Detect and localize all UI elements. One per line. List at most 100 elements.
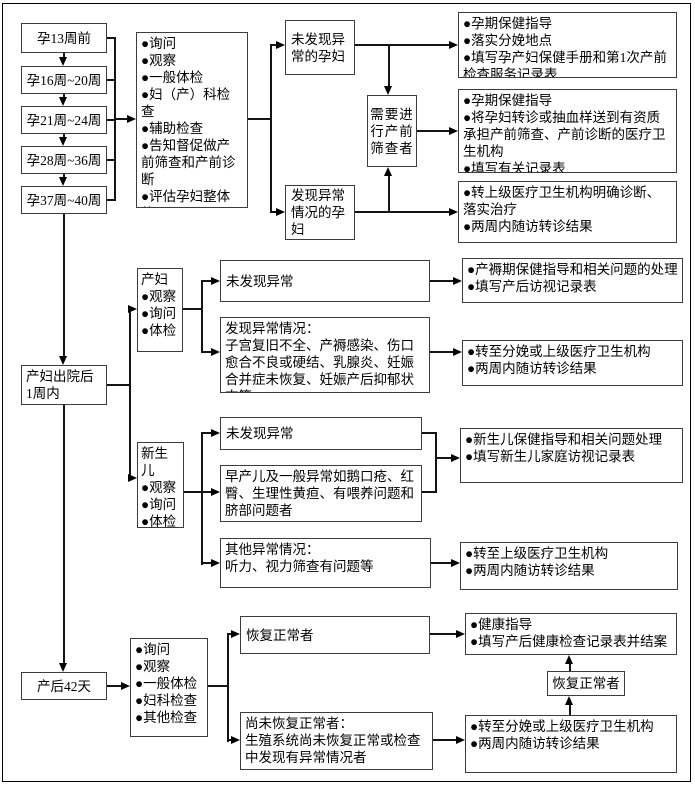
stage-box-37-40-weeks: 孕37周~40周 [21,186,107,214]
newborn-no-abnormal-box: 未发现异常 [220,417,422,450]
connector-line [433,739,457,741]
connector-line [355,211,450,213]
arrowhead-right-icon [211,558,220,567]
arrowhead-right-icon [276,40,285,49]
connector-line [227,739,232,741]
connector-line [430,633,457,635]
arrowhead-right-icon [211,347,220,356]
newborn-other-abnormal-box: 其他异常情况： 听力、视力筛查有问题等 [220,538,431,588]
arrowhead-down-icon [59,137,67,146]
arrowhead-right-icon [128,473,137,482]
not-recovered-box: 尚未恢复正常者： 生殖系统尚未恢复正常或检查中发现有异常情况者 [240,712,433,770]
connector-line [248,118,272,120]
mother-checklist-box: 产妇 ●观察 ●询问 ●体检 [137,268,183,352]
arrowhead-down-icon [59,97,67,106]
prenatal-checklist-box: ●询问 ●观察 ●一般体检 ●妇（产）科检查 ●辅助检查 ●告知督促做产前筛查和… [136,32,248,208]
arrowhead-up-icon [565,655,573,664]
connector-line [63,53,65,58]
arrowhead-right-icon [453,347,462,356]
connector-line [107,159,116,161]
stage-box-16-20-weeks: 孕16周~20周 [21,66,107,94]
connector-line [183,308,203,310]
arrowhead-right-icon [276,207,285,216]
connector-line [201,432,203,565]
day42-stage-box: 产后42天 [21,672,107,700]
arrowhead-right-icon [128,304,137,313]
arrowhead-right-icon [121,681,130,690]
arrowhead-up-icon [384,167,392,176]
recovered-box: 恢复正常者 [240,616,430,654]
day42-outcome-recovered-box: ●健康指导 ●填写产后健康检查记录表并结案 [465,613,677,655]
mother-outcome-normal-box: ●产褥期保健指导和相关问题的处理 ●填写产后访视记录表 [462,258,683,303]
arrowhead-up-icon [565,696,573,705]
arrowhead-right-icon [456,629,465,638]
arrowhead-right-icon [449,126,458,135]
connector-line [422,432,437,434]
newborn-checklist-box: 新生儿 ●观察 ●询问 ●体检 [137,442,184,528]
arrowhead-right-icon [127,114,136,123]
arrowhead-right-icon [211,428,220,437]
arrowhead-right-icon [453,276,462,285]
connector-line [355,44,450,46]
connector-line [63,214,65,357]
pregnancy-outcome-screening-box: ●孕期保健指导 ●将孕妇转诊或抽血样送到有资质承担产前筛查、产前诊断的医疗卫生机… [458,89,677,173]
connector-line [107,79,116,81]
connector-line [63,405,65,664]
pregnant-no-abnormal-box: 未发现异常的孕妇 [285,20,355,75]
connector-line [430,351,454,353]
mother-no-abnormal-box: 未发现异常 [220,260,430,302]
arrowhead-down-icon [59,356,67,365]
pregnancy-outcome-normal-box: ●孕期保健指导 ●落实分娩地点 ●填写孕产妇保健手册和第1次产前检查服务记录表 [458,12,677,78]
connector-line [270,44,272,213]
connector-line [114,118,128,120]
arrowhead-down-icon [59,663,67,672]
connector-line [422,491,437,493]
stage-box-28-36-weeks: 孕28周~36周 [21,146,107,174]
connector-line [430,280,454,282]
connector-line [201,432,211,434]
connector-line [431,562,451,564]
arrowhead-right-icon [231,735,240,744]
connector-line [435,457,451,459]
newborn-outcome-normal-box: ●新生儿保健指导和相关问题处理 ●填写新生儿家庭访视记录表 [460,428,683,483]
pregnant-abnormal-box: 发现异常情况的孕妇 [285,185,355,240]
arrowhead-down-icon [59,177,67,186]
day42-outcome-not-recovered-box: ●转至分娩或上级医疗卫生机构 ●两周内随访转诊结果 [465,715,677,773]
pregnancy-outcome-abnormal-box: ●转上级医疗卫生机构明确诊断、落实治疗 ●两周内随访转诊结果 [458,181,677,243]
arrowhead-right-icon [211,276,220,285]
connector-line [201,351,211,353]
connector-line [435,432,437,493]
connector-line [184,491,203,493]
recovered-link-box: 恢复正常者 [547,671,625,696]
connector-line [270,44,277,46]
stage-box-pre-13-weeks: 孕13周前 [21,23,107,53]
connector-line [569,704,571,715]
connector-line [388,176,390,213]
arrowhead-right-icon [456,735,465,744]
connector-line [201,280,211,282]
newborn-outcome-other-box: ●转至上级医疗卫生机构 ●两周内随访转诊结果 [460,542,678,590]
connector-line [208,685,229,687]
mother-abnormal-box: 发现异常情况： 子宫复旧不全、产褥感染、伤口愈合不良或硬结、乳腺炎、妊娠合并症未… [220,317,430,393]
arrowhead-down-icon [59,57,67,66]
arrowhead-right-icon [211,487,220,496]
connector-line [417,130,450,132]
stage-box-21-24-weeks: 孕21周~24周 [21,106,107,134]
connector-line [201,562,211,564]
page-border [2,3,691,782]
arrowhead-down-icon [384,86,392,95]
connector-line [388,46,390,87]
connector-line [107,685,122,687]
connector-line [203,491,211,493]
arrowhead-right-icon [451,453,460,462]
connector-line [63,134,65,138]
connector-line [227,633,229,742]
connector-line [227,633,232,635]
connector-line [569,663,571,671]
connector-line [201,280,203,353]
connector-line [270,211,277,213]
connector-line [107,119,116,121]
connector-line [129,308,131,480]
arrowhead-right-icon [449,207,458,216]
